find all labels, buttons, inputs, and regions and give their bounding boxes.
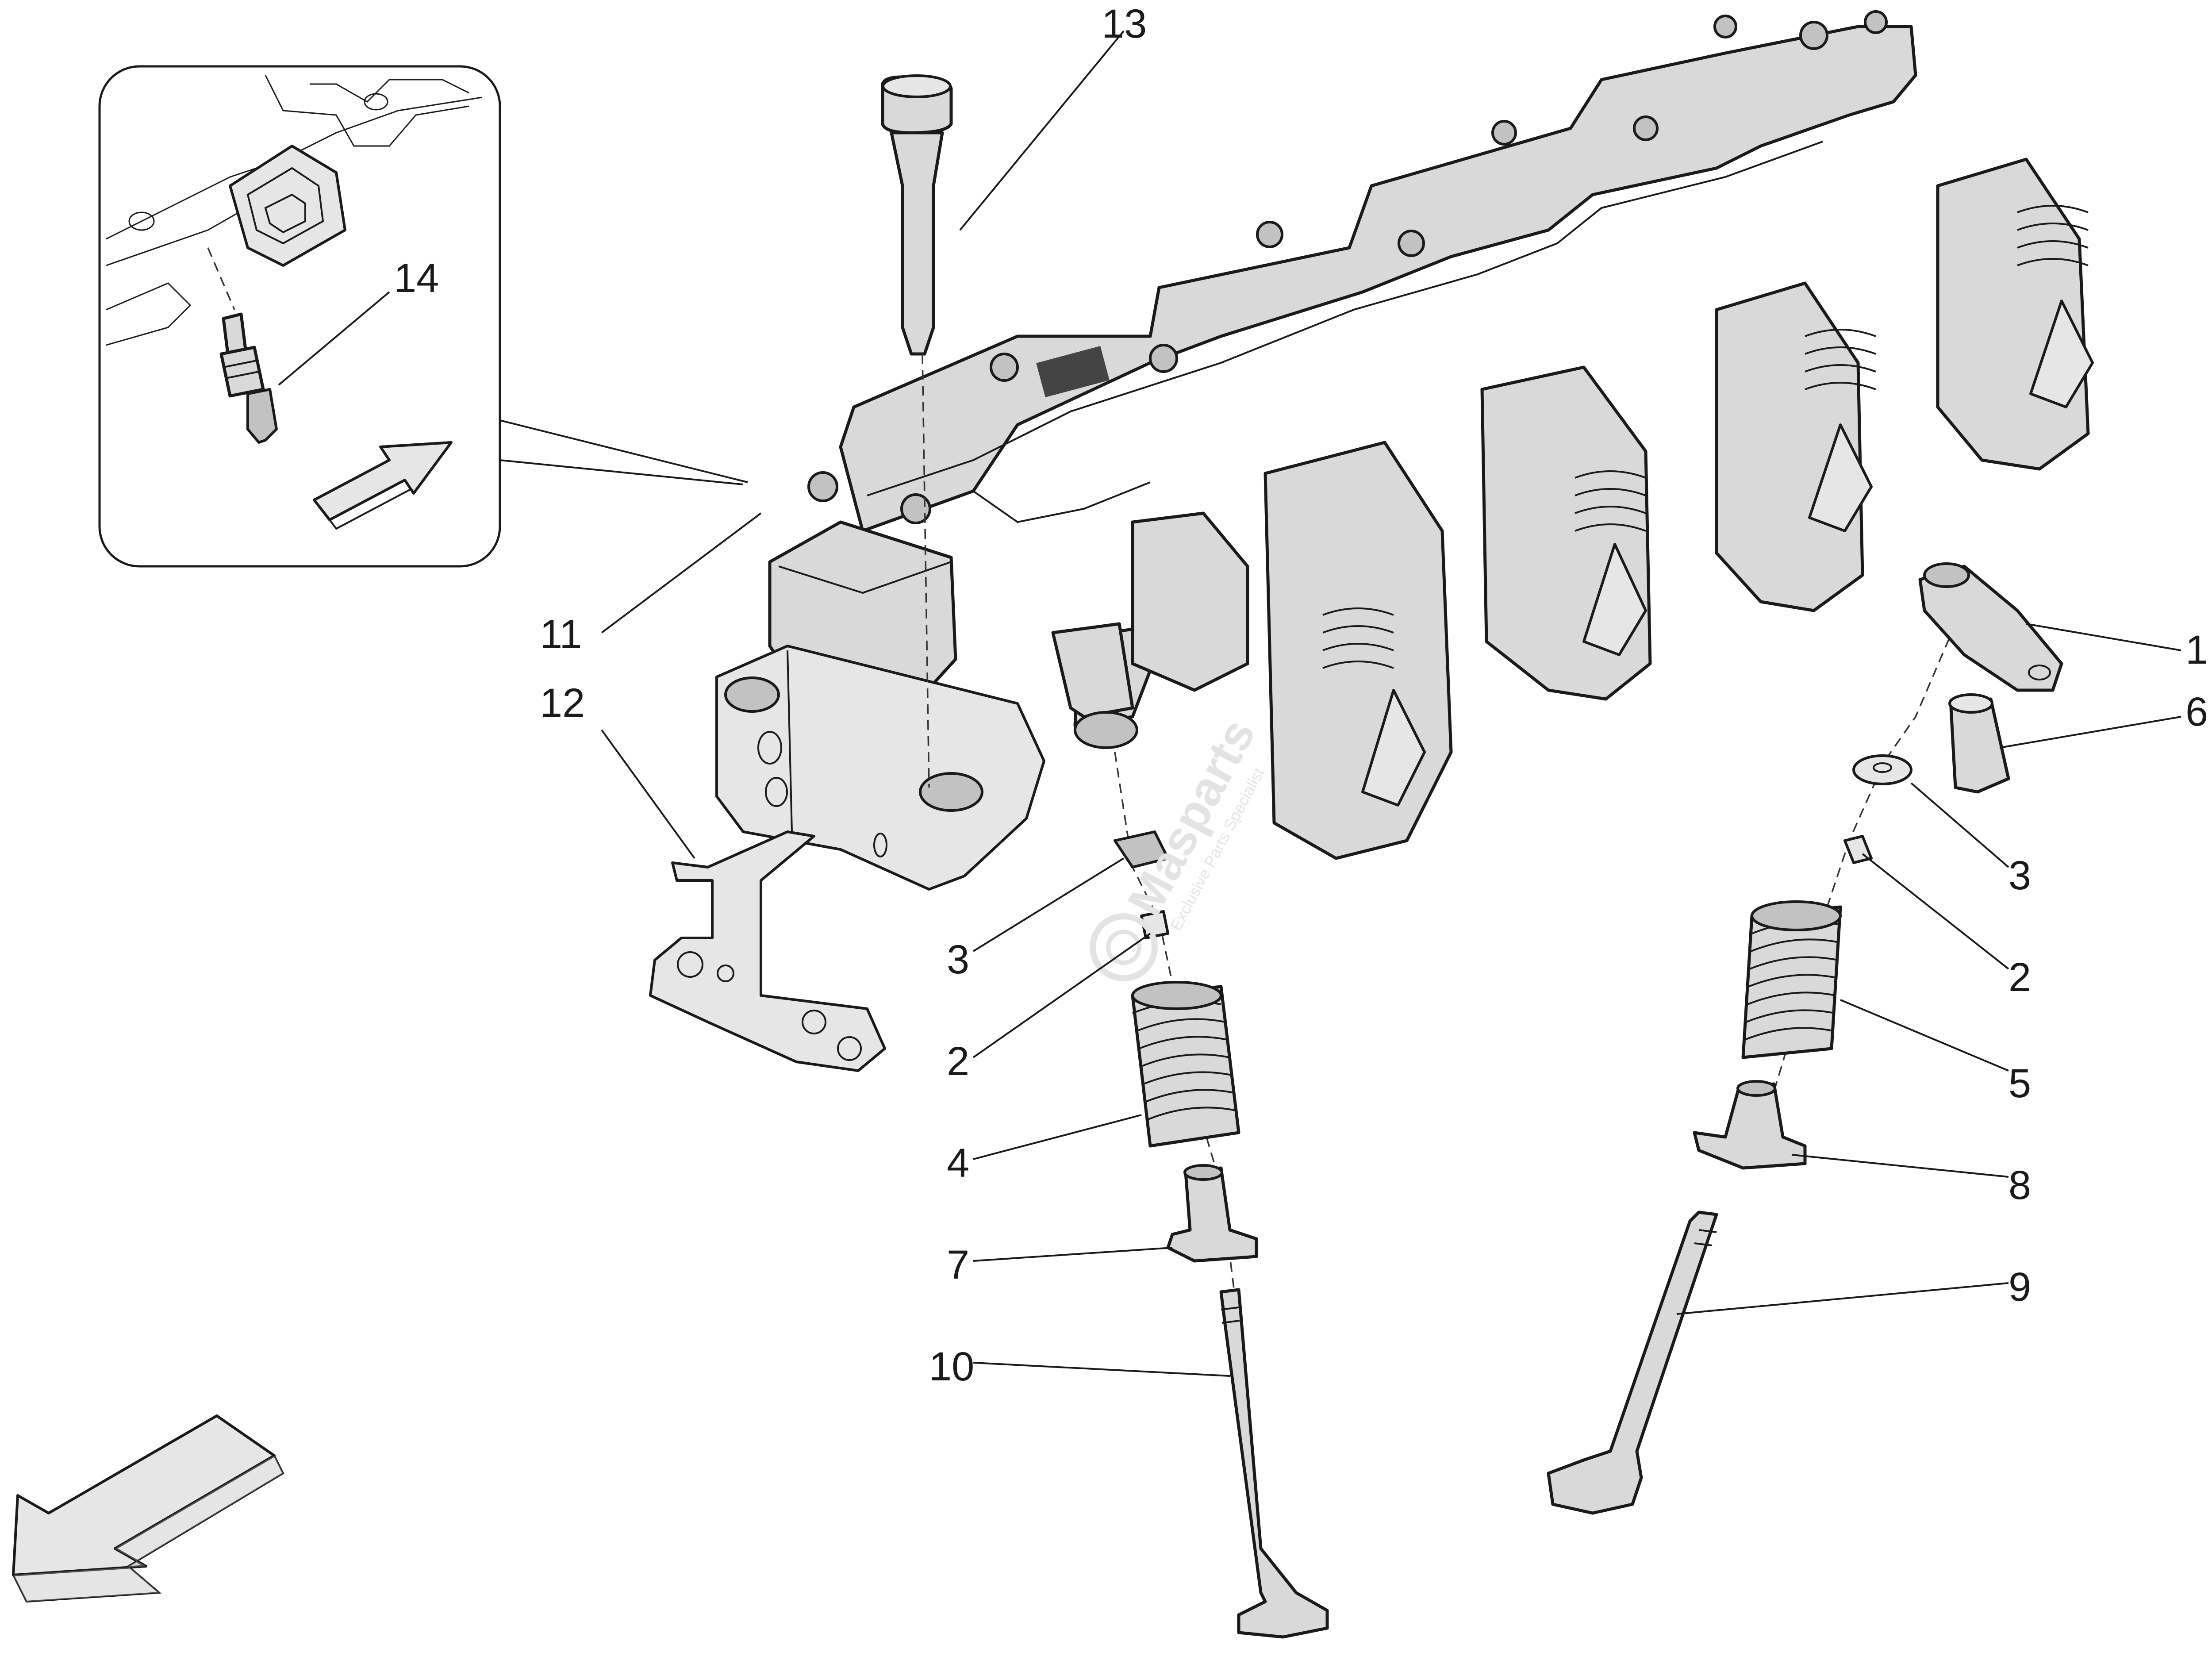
sensor-part-14 [219, 312, 278, 444]
callout-8: 8 [2008, 1163, 2031, 1208]
callout-2-right: 2 [2008, 955, 2031, 1000]
callout-3-left: 3 [947, 937, 969, 982]
detail-inset [98, 65, 501, 568]
callout-3-right: 3 [2008, 853, 2031, 898]
callout-labels: 13 14 11 12 1 6 3 2 5 8 9 3 2 4 7 10 [394, 1, 2208, 1389]
direction-arrow-icon [12, 1414, 284, 1603]
bolt-part-13 [881, 74, 953, 788]
callout-10: 10 [929, 1344, 974, 1389]
watermark: Masparts Exclusive Parts Specialist [1089, 710, 1268, 982]
callout-1: 1 [2185, 627, 2208, 672]
right-valve-stack [1547, 562, 2063, 1515]
left-valve-stack [1114, 752, 1329, 1639]
callout-13: 13 [1102, 1, 1147, 46]
callout-12: 12 [540, 680, 585, 726]
callout-6: 6 [2185, 689, 2208, 734]
callout-14: 14 [394, 256, 439, 301]
inset-pointer-upper [499, 419, 748, 483]
callout-7: 7 [947, 1242, 969, 1287]
callout-4: 4 [947, 1141, 969, 1186]
inset-arrow-icon [313, 441, 453, 521]
callout-5: 5 [2008, 1061, 2031, 1106]
leader-lines [278, 30, 2181, 1377]
callout-2-left: 2 [947, 1039, 969, 1084]
inset-pointer-lower [499, 459, 744, 485]
callout-9: 9 [2008, 1264, 2031, 1310]
camshaft-carrier-housing [715, 10, 2094, 891]
callout-11: 11 [540, 612, 582, 657]
gasket-part-12 [649, 830, 886, 1072]
